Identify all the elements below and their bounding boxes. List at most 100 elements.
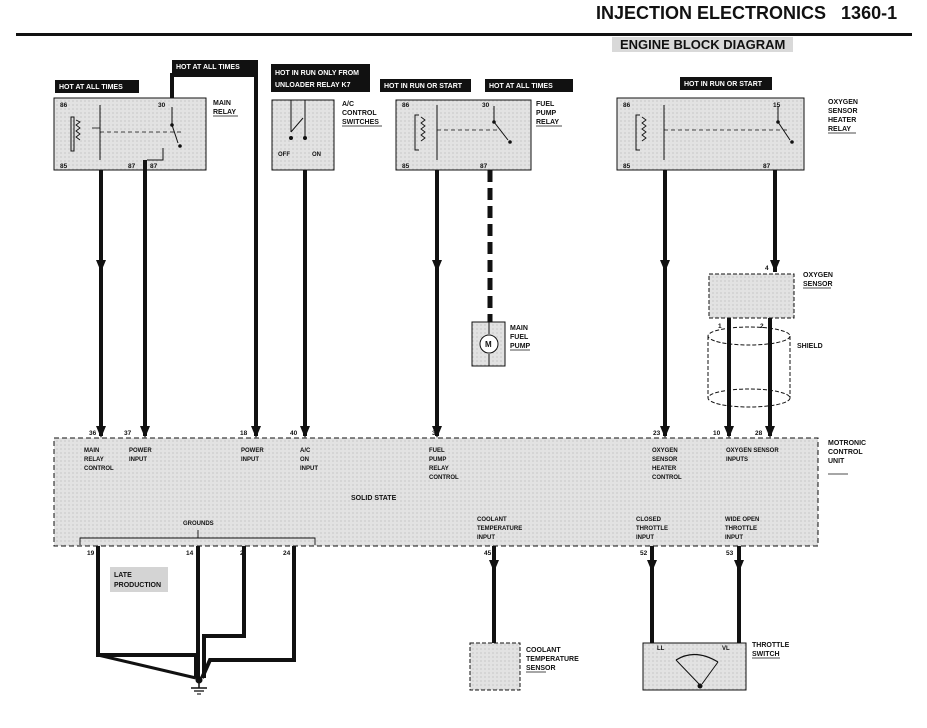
ecu-label: CONTROL bbox=[828, 449, 863, 456]
relay-pin-85: 85 bbox=[402, 163, 410, 170]
throttle-ll-label: LL bbox=[657, 646, 665, 652]
tag-text: UNLOADER RELAY K7 bbox=[275, 82, 351, 89]
main-relay-hot-tag: HOT AT ALL TIMES bbox=[55, 80, 139, 93]
fuel-pump-label: PUMP bbox=[510, 343, 531, 350]
header-rule bbox=[16, 33, 912, 36]
main-relay-label: MAIN bbox=[213, 100, 231, 107]
ecu-pin-label: ON bbox=[300, 457, 309, 463]
fuel-relay-label: PUMP bbox=[536, 110, 557, 117]
tag-text: HOT AT ALL TIMES bbox=[59, 84, 123, 91]
fuel-relay-hot-tag: HOT AT ALL TIMES bbox=[485, 79, 573, 92]
throttle-switch-label: SWITCH bbox=[752, 651, 780, 658]
coolant-sensor-label: TEMPERATURE bbox=[526, 656, 579, 663]
ecu-pin-label: PUMP bbox=[429, 457, 446, 463]
page-number: 1360-1 bbox=[841, 3, 898, 23]
tag-text: HOT IN RUN OR START bbox=[384, 83, 463, 90]
ac-switch-label: A/C bbox=[342, 101, 354, 108]
relay-pin-86: 86 bbox=[402, 102, 410, 109]
ecu-pin-label: FUEL bbox=[429, 448, 445, 454]
ecu-pin-label: SENSOR bbox=[652, 457, 678, 463]
tag-text: HOT AT ALL TIMES bbox=[176, 64, 240, 71]
relay-pin-87-aux: 87 bbox=[150, 163, 158, 170]
ecu-pin-53: 53 bbox=[726, 550, 734, 557]
relay-pin-30: 30 bbox=[482, 102, 490, 109]
ecu-pin-label: COOLANT bbox=[477, 517, 507, 523]
ecu-pin-14: 14 bbox=[186, 550, 194, 557]
ecu-pin-label: HEATER bbox=[652, 466, 677, 472]
main-relay-label: RELAY bbox=[213, 109, 236, 116]
ac-switch-label: SWITCHES bbox=[342, 119, 379, 126]
tag-text: HOT AT ALL TIMES bbox=[489, 83, 553, 90]
o2-relay-label: HEATER bbox=[828, 117, 856, 124]
ecu-pin-label: INPUT bbox=[241, 457, 259, 463]
relay-pin-15: 15 bbox=[773, 102, 781, 109]
ecu-pin-45: 45 bbox=[484, 550, 492, 557]
fuel-relay-label: RELAY bbox=[536, 119, 559, 126]
tag-text: HOT IN RUN OR START bbox=[684, 81, 763, 88]
section-title: INJECTION ELECTRONICS 1360-1 bbox=[596, 3, 897, 24]
ecu-pin-label: CONTROL bbox=[84, 466, 114, 472]
power-input-hot-tag: HOT AT ALL TIMES bbox=[172, 60, 258, 73]
ecu-pin-52: 52 bbox=[640, 550, 648, 557]
o2-sensor-label: OXYGEN bbox=[803, 272, 833, 279]
throttle-vl-label: VL bbox=[722, 646, 730, 652]
ecu-pin-28: 28 bbox=[755, 430, 763, 437]
tag-text: HOT IN RUN ONLY FROM bbox=[275, 70, 359, 77]
ecu-pin-24: 24 bbox=[283, 550, 291, 557]
o2-sensor-pin: 2 bbox=[760, 323, 764, 330]
ecu-label: UNIT bbox=[828, 458, 845, 465]
relay-pin-86: 86 bbox=[623, 102, 631, 109]
shield-symbol bbox=[707, 326, 791, 408]
ecu-pin-label: INPUT bbox=[636, 535, 654, 541]
ecu-pin-23: 23 bbox=[653, 430, 661, 437]
ecu-label: MOTRONIC bbox=[828, 440, 866, 447]
throttle-switch-label: THROTTLE bbox=[752, 642, 790, 649]
oxygen-sensor: 4 1 2 OXYGEN SENSOR bbox=[708, 265, 833, 330]
ecu-pin-label: A/C bbox=[300, 448, 311, 454]
ac-control-switch: OFF ON A/C CONTROL SWITCHES bbox=[271, 99, 382, 171]
section-name: INJECTION ELECTRONICS bbox=[596, 3, 827, 23]
relay-pin-87: 87 bbox=[128, 163, 136, 170]
relay-pin-85: 85 bbox=[623, 163, 631, 170]
o2-heater-run-tag: HOT IN RUN OR START bbox=[680, 77, 772, 90]
switch-off-label: OFF bbox=[278, 152, 290, 158]
oxygen-heater-relay: 86 15 85 87 OXYGEN SENSOR HEATER RELAY bbox=[616, 97, 858, 171]
relay-pin-86: 86 bbox=[60, 102, 68, 109]
fuel-pump-relay: 86 30 85 87 FUEL PUMP RELAY bbox=[395, 99, 562, 171]
ecu-pin-label: INPUT bbox=[477, 535, 495, 541]
fuel-pump-label: MAIN bbox=[510, 325, 528, 332]
ecu-pin-label: POWER bbox=[129, 448, 152, 454]
ecu-pin-label: CONTROL bbox=[652, 475, 682, 481]
ecu-pin-label: RELAY bbox=[429, 466, 449, 472]
motor-symbol-label: M bbox=[485, 340, 492, 349]
solid-state-label: SOLID STATE bbox=[351, 495, 397, 502]
late-production-note: LATE PRODUCTION bbox=[110, 567, 168, 592]
ecu-pin-label: INPUT bbox=[300, 466, 318, 472]
fuel-pump-label: FUEL bbox=[510, 334, 529, 341]
ecu-pin-40: 40 bbox=[290, 430, 298, 437]
switch-on-label: ON bbox=[312, 152, 321, 158]
ecu-pin-label: INPUT bbox=[725, 535, 743, 541]
grounds-label: GROUNDS bbox=[183, 521, 214, 527]
late-production-label: PRODUCTION bbox=[114, 582, 161, 589]
wires-relay-to-ecu bbox=[96, 73, 780, 438]
ecu-pin-label: MAIN bbox=[84, 448, 99, 454]
throttle-switch: LL VL THROTTLE SWITCH bbox=[642, 546, 790, 691]
coolant-sensor-label: SENSOR bbox=[526, 665, 556, 672]
ecu-pin-label: INPUT bbox=[129, 457, 147, 463]
coolant-sensor-label: COOLANT bbox=[526, 647, 561, 654]
ecu-pin-label: TEMPERATURE bbox=[477, 526, 522, 532]
relay-pin-30: 30 bbox=[158, 102, 166, 109]
ecu-pin-19: 19 bbox=[87, 550, 95, 557]
fuel-relay-run-tag: HOT IN RUN OR START bbox=[380, 79, 471, 92]
ecu-pin-3: 3 bbox=[432, 430, 436, 437]
relay-pin-87: 87 bbox=[763, 163, 771, 170]
o2-relay-label: OXYGEN bbox=[828, 99, 858, 106]
relay-pin-87: 87 bbox=[480, 163, 488, 170]
ecu-pin-label: CONTROL bbox=[429, 475, 459, 481]
ground-icon bbox=[191, 676, 207, 695]
ecu-pin-10: 10 bbox=[713, 430, 721, 437]
ecu-pin-label: THROTTLE bbox=[636, 526, 668, 532]
ecu-pin-label: OXYGEN bbox=[652, 448, 678, 454]
